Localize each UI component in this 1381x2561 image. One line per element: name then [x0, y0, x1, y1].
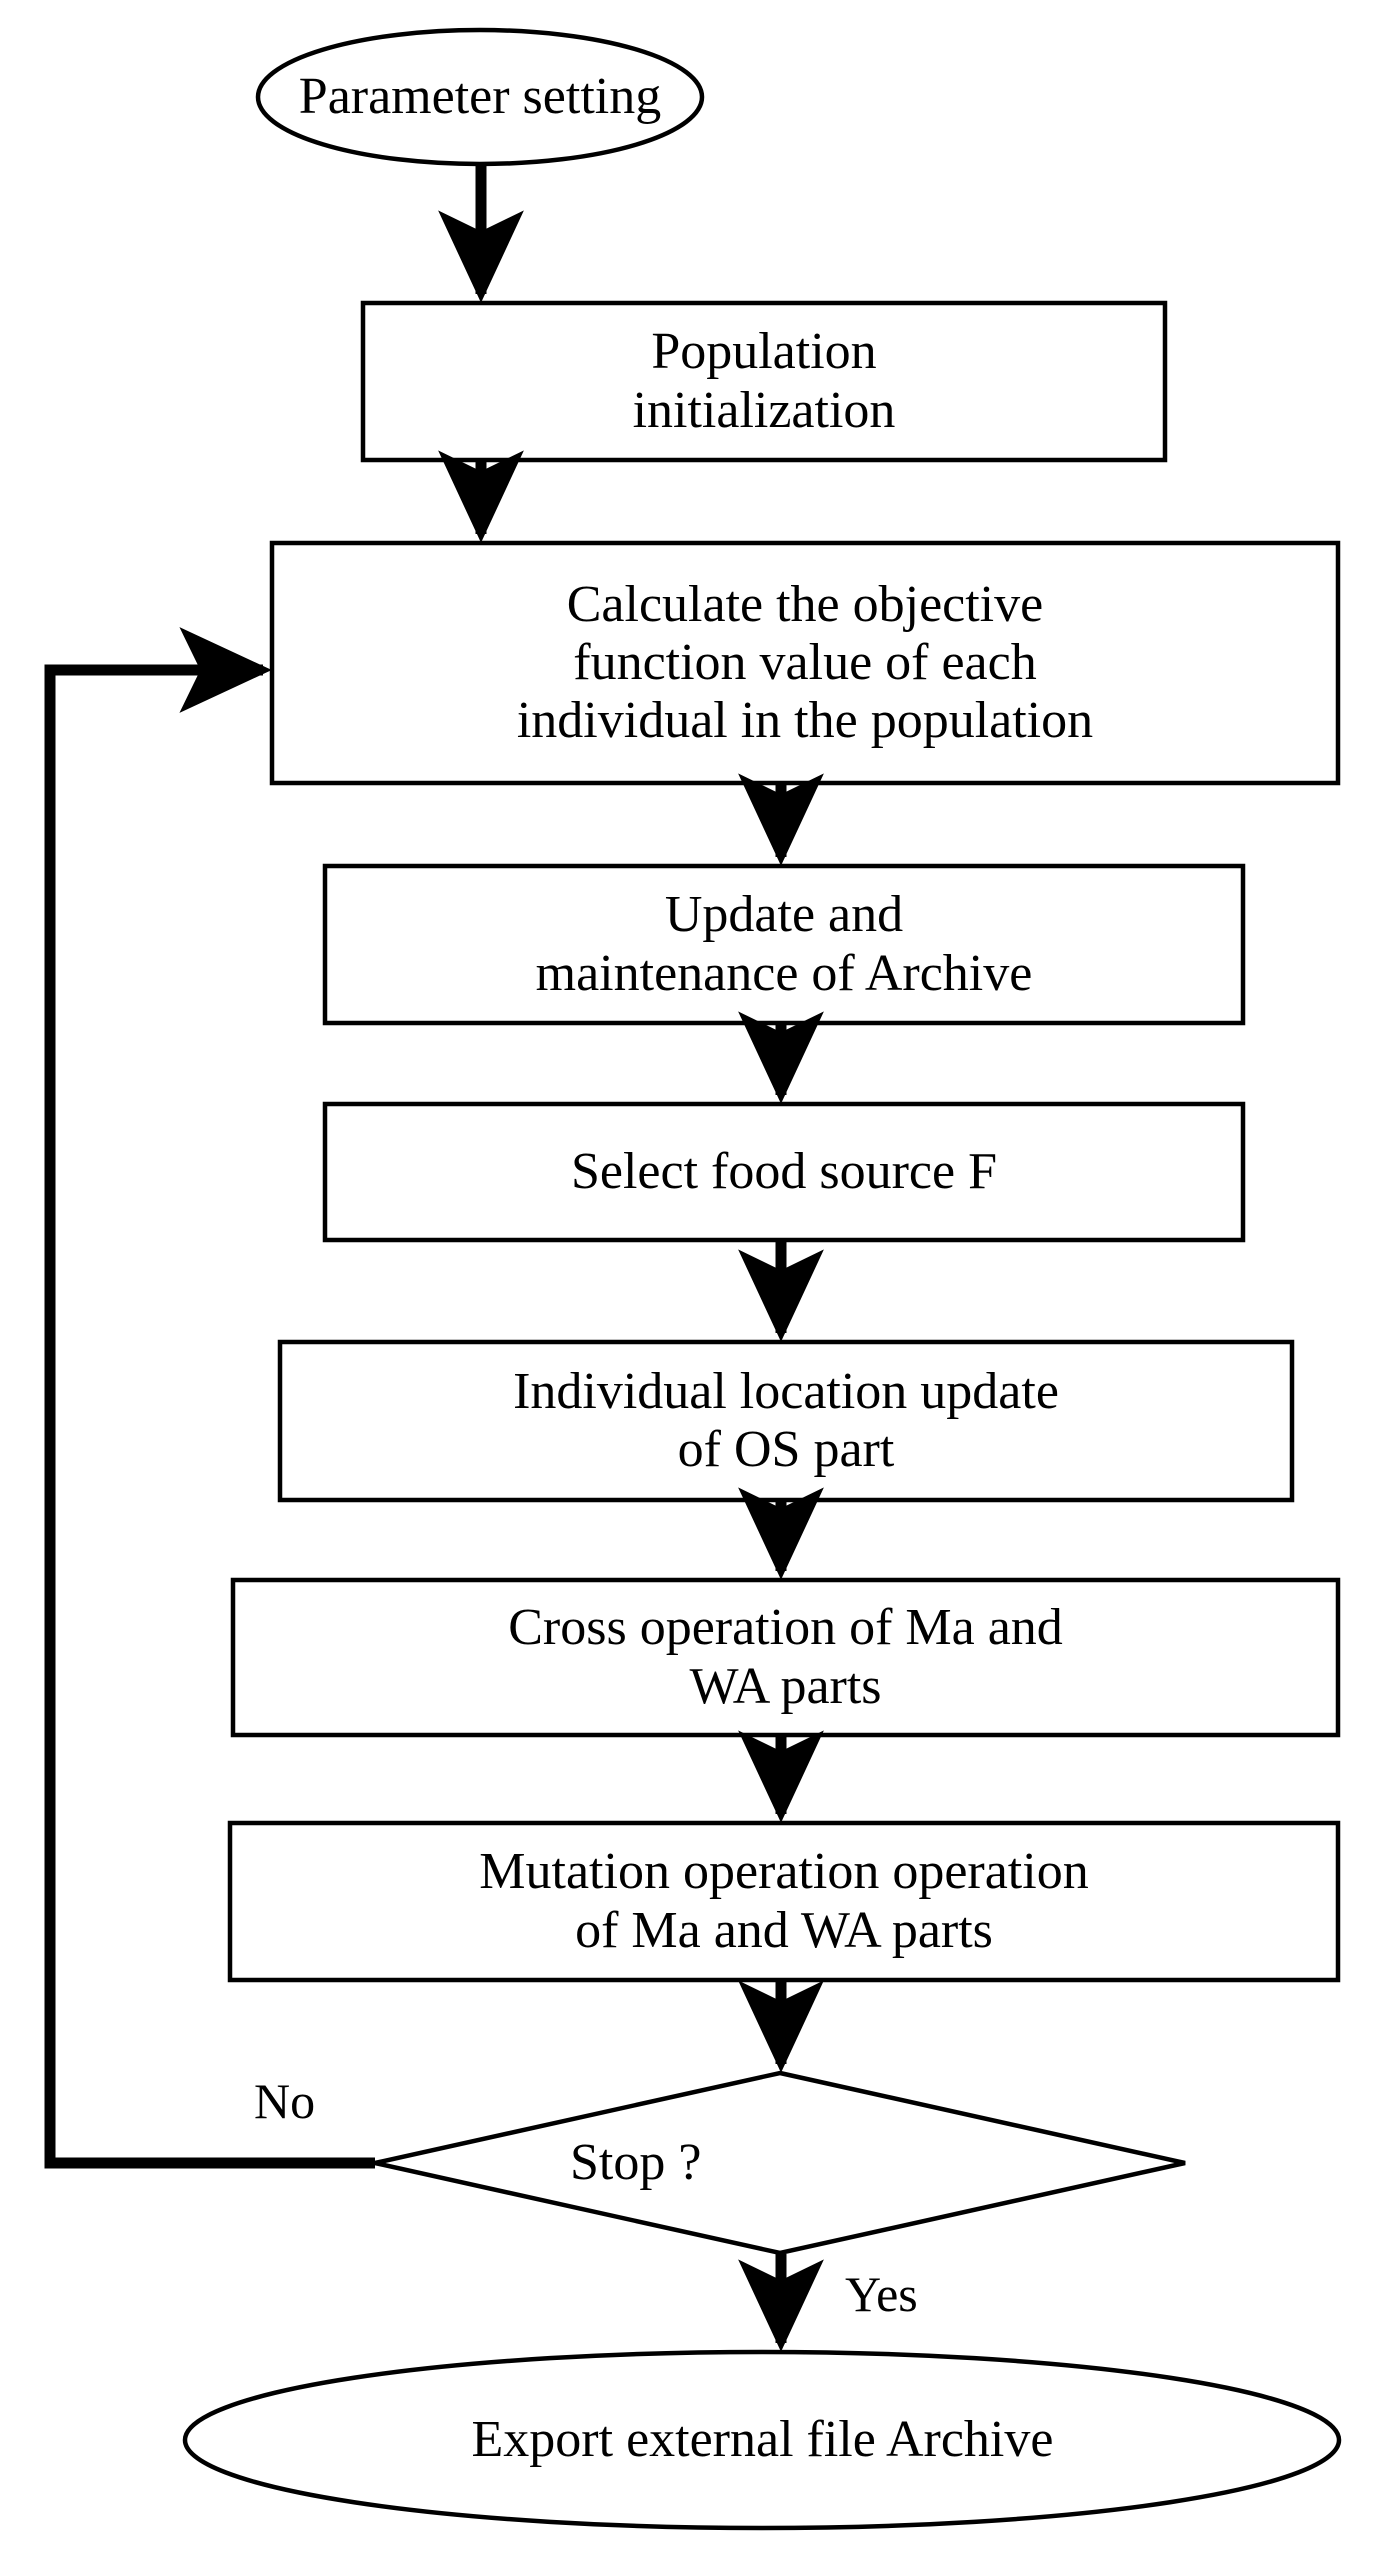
- shape-update-archive: [322, 863, 1246, 1026]
- shape-population-initialization: [360, 300, 1168, 463]
- shape-start-terminal: [255, 27, 705, 167]
- shape-end-terminal: [182, 2349, 1342, 2531]
- shape-calculate-objective: [269, 540, 1341, 786]
- connector-stop-no-feedback-loop: [44, 627, 375, 2169]
- shape-mutation-operation: [227, 1820, 1341, 1983]
- shape-stop-decision: [374, 2070, 1186, 2256]
- shape-select-food-source: [322, 1101, 1246, 1243]
- shape-cross-operation: [230, 1577, 1341, 1738]
- shape-individual-location-update: [277, 1339, 1295, 1503]
- edge-label-yes: Yes: [845, 2266, 918, 2322]
- edge-label-no: No: [254, 2073, 316, 2129]
